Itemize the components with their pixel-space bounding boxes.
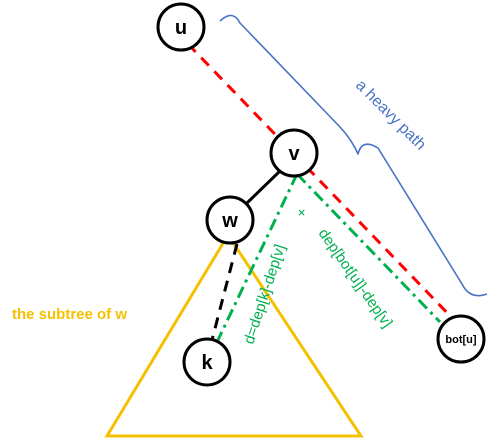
node-w: w xyxy=(205,195,255,245)
node-u-circle xyxy=(156,2,206,52)
node-k-circle xyxy=(182,337,232,387)
depth-bot-formula: dep[bot[u]]-dep[v] xyxy=(315,226,396,331)
node-w-circle xyxy=(205,195,255,245)
node-bot-u-label: bot[u] xyxy=(445,334,476,346)
node-v-circle xyxy=(269,128,319,178)
heavy-path-brace xyxy=(219,14,488,297)
distance-v-bot xyxy=(295,172,442,324)
plus-sign: + xyxy=(292,204,310,222)
depth-k-formula: d=dep[k]-dep[v] xyxy=(241,242,289,346)
edge-v-w xyxy=(245,169,282,205)
subtree-label: the subtree of w xyxy=(12,306,127,323)
node-v: v xyxy=(269,128,319,178)
node-w-label: w xyxy=(221,210,238,232)
subtree-triangle xyxy=(104,232,364,438)
node-v-label: v xyxy=(288,143,300,165)
distance-v-k xyxy=(216,173,299,341)
node-u-label: u xyxy=(175,17,187,39)
node-k: k xyxy=(182,337,232,387)
heavy-path-line xyxy=(186,42,458,324)
node-bot-u: bot[u] xyxy=(436,314,486,364)
node-bot-u-circle xyxy=(436,314,486,364)
heavy-path-label: a heavy path xyxy=(352,77,429,154)
node-k-label: k xyxy=(201,352,213,374)
node-u: u xyxy=(156,2,206,52)
path-w-k xyxy=(210,243,239,341)
